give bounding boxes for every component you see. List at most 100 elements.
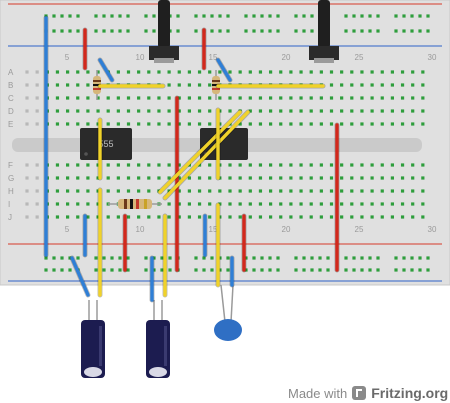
hole [187, 109, 191, 113]
rail-hole [352, 29, 356, 33]
fritzing-credit[interactable]: Made with Fritzing.org [288, 384, 448, 402]
rail-hole [310, 268, 314, 272]
hole [329, 163, 334, 167]
credit-prefix: Made with [288, 385, 348, 401]
hole [350, 176, 354, 180]
rail-hole [102, 14, 106, 18]
hole [126, 215, 131, 219]
hole [66, 70, 70, 74]
hole [309, 176, 313, 180]
capacitor-electrolytic-left-stripe [99, 326, 102, 366]
hole [187, 70, 191, 74]
hole [421, 122, 425, 126]
hole [390, 215, 394, 219]
rail-hole [394, 14, 398, 18]
hole [35, 122, 39, 126]
rail-hole [218, 256, 222, 260]
rail-hole [68, 29, 72, 33]
hole [380, 122, 384, 126]
hole [248, 109, 252, 113]
resistor-left-band [93, 88, 101, 90]
rail-hole [244, 268, 248, 272]
rail-hole [210, 268, 214, 272]
hole [329, 202, 334, 206]
hole [137, 163, 141, 167]
hole [299, 96, 303, 100]
hole [25, 202, 29, 206]
rail-hole [202, 256, 206, 260]
hole [289, 202, 293, 206]
hole [157, 109, 161, 113]
hole [167, 202, 171, 206]
ic-left-555-label: 555 [98, 139, 113, 149]
rail-hole [426, 256, 430, 260]
hole [309, 122, 313, 126]
hole [147, 176, 151, 180]
rail-hole [68, 256, 72, 260]
hole [116, 96, 120, 100]
rail-hole [402, 256, 406, 260]
rail-hole [210, 29, 214, 33]
hole [76, 215, 80, 219]
hole [157, 163, 161, 167]
hole [197, 122, 202, 126]
rail-hole [60, 29, 64, 33]
rail-hole [268, 14, 272, 18]
rail-hole [268, 29, 272, 33]
hole [126, 70, 131, 74]
hole [279, 122, 283, 126]
hole [238, 96, 242, 100]
hole [218, 176, 222, 180]
hole [208, 215, 212, 219]
hole [411, 163, 415, 167]
column-label: 15 [209, 225, 218, 234]
hole [147, 215, 151, 219]
hole [177, 202, 181, 206]
hole [147, 96, 151, 100]
hole [309, 215, 313, 219]
hole [25, 163, 29, 167]
hole [350, 96, 354, 100]
rail-hole [152, 268, 156, 272]
hole [96, 189, 100, 193]
hole [289, 109, 293, 113]
rail-hole [410, 14, 414, 18]
hole [299, 122, 303, 126]
hole [177, 176, 181, 180]
hole [390, 176, 394, 180]
capacitor-electrolytic-left-bottom [84, 367, 102, 377]
potentiometer-right-body [309, 46, 339, 60]
rail-hole [410, 256, 414, 260]
hole [421, 96, 425, 100]
rail-hole [194, 29, 198, 33]
hole [319, 202, 323, 206]
resistor-left-band [93, 80, 101, 82]
hole [66, 109, 70, 113]
hole [411, 189, 415, 193]
hole [167, 189, 171, 193]
hole [55, 83, 60, 87]
hole [258, 70, 263, 74]
hole [187, 189, 191, 193]
rail-hole [376, 268, 380, 272]
hole [350, 202, 354, 206]
hole [228, 163, 232, 167]
hole [218, 109, 222, 113]
hole [187, 122, 191, 126]
rail-hole [360, 29, 364, 33]
hole [289, 96, 293, 100]
rail-hole [252, 14, 256, 18]
hole [187, 215, 191, 219]
hole [411, 215, 415, 219]
hole [279, 176, 283, 180]
hole [350, 83, 354, 87]
hole [370, 109, 374, 113]
hole [116, 122, 120, 126]
hole [208, 70, 212, 74]
hole [329, 122, 334, 126]
hole [340, 202, 344, 206]
hole [76, 122, 80, 126]
hole [116, 109, 120, 113]
column-label: 20 [282, 225, 291, 234]
